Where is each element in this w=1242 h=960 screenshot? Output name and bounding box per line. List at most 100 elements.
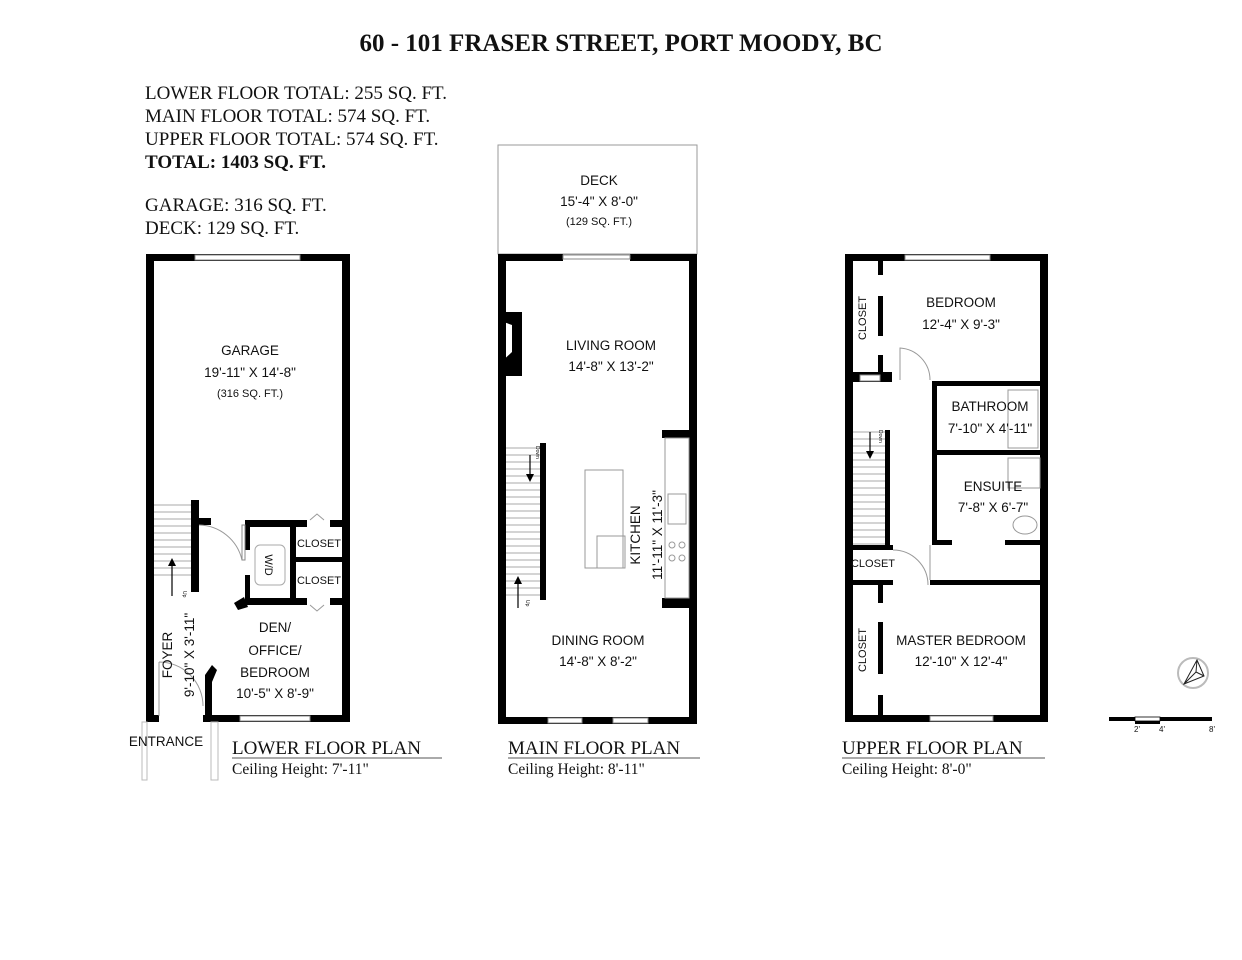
dining-room-label: DINING ROOM [552, 633, 645, 648]
staircase [853, 431, 885, 545]
wall [878, 695, 883, 715]
grand-total: TOTAL: 1403 SQ. FT. [145, 152, 326, 173]
wall [330, 520, 344, 527]
door-swing [899, 347, 931, 381]
lower-floor-plan: Up W/D GARAGE 19'-11" X 14'-8" (316 SQ. … [129, 254, 442, 781]
upper-floor-plan: Down BEDROOM 12'-4" X 9'-3" CLOSET BATHR… [842, 254, 1048, 778]
garage-label: GARAGE [221, 343, 279, 358]
wall [245, 520, 307, 527]
den-label: BEDROOM [240, 665, 310, 680]
wall [498, 254, 506, 724]
ceiling-height: Ceiling Height: 7'-11" [232, 761, 369, 778]
bathroom-dims: 7'-10" X 4'-11" [948, 421, 1032, 436]
wall [146, 715, 159, 722]
bedroom-label: BEDROOM [926, 295, 996, 310]
stair-label: Down [877, 430, 883, 443]
bathroom-label: BATHROOM [952, 399, 1029, 414]
den-dims: 10'-5" X 8'-9" [236, 686, 314, 701]
page-title: 60 - 101 FRASER STREET, PORT MOODY, BC [359, 30, 882, 57]
scale-tick: 4' [1159, 725, 1165, 734]
washer-dryer [254, 544, 286, 586]
wall [932, 540, 952, 545]
wall [932, 381, 1048, 386]
foyer-label: FOYER [160, 632, 175, 679]
entrance-label: ENTRANCE [129, 734, 203, 749]
bedroom-dims: 12'-4" X 9'-3" [922, 317, 1000, 332]
wall [885, 430, 890, 545]
scale-bar: 2' 4' 8' [1109, 716, 1215, 734]
closet-label: CLOSET [857, 628, 869, 672]
closet-label: CLOSET [297, 538, 341, 550]
scale-tick: 8' [1209, 725, 1215, 734]
wall [342, 254, 350, 722]
window [929, 715, 994, 722]
wall [845, 545, 893, 550]
closet-label: CLOSET [851, 558, 895, 570]
deck-label: DECK [580, 173, 618, 188]
wall [245, 520, 250, 550]
wall [845, 254, 853, 722]
ceiling-height: Ceiling Height: 8'-11" [508, 761, 645, 778]
garage-total: GARAGE: 316 SQ. FT. [145, 195, 327, 216]
wall [540, 443, 546, 600]
wall [498, 717, 697, 724]
wd-label: W/D [262, 554, 274, 575]
wall [878, 296, 883, 336]
foyer-dims: 9'-10" X 3'-11" [182, 613, 197, 697]
scale-tick: 2' [1134, 725, 1140, 734]
wall [146, 254, 154, 722]
master-bedroom-label: MASTER BEDROOM [896, 633, 1026, 648]
closet-label: CLOSET [857, 296, 869, 340]
den-label: OFFICE/ [248, 643, 301, 658]
wall [191, 518, 211, 525]
cooktop [668, 541, 686, 562]
staircase: Up [154, 500, 211, 598]
wall [191, 500, 199, 592]
wall [845, 580, 893, 585]
sliding-door [562, 254, 631, 260]
wall [245, 598, 307, 605]
dining-room-dims: 14'-8" X 8'-2" [559, 654, 637, 669]
entry-post [141, 721, 148, 781]
wall [662, 598, 697, 608]
bathtub [1007, 389, 1039, 449]
wall [932, 381, 937, 541]
ensuite-label: ENSUITE [964, 479, 1023, 494]
kitchen-dims: 11'-11" X 11'-3" [650, 490, 665, 580]
wall [1005, 540, 1048, 545]
wall [498, 254, 563, 261]
entry-door [158, 661, 204, 716]
window [194, 254, 301, 261]
main-total: MAIN FLOOR TOTAL: 574 SQ. FT. [145, 106, 430, 127]
wall [932, 450, 1048, 455]
deck-dims: 15'-4" X 8'-0" [560, 194, 638, 209]
wall [290, 557, 344, 562]
living-room-dims: 14'-8" X 13'-2" [568, 359, 653, 374]
plan-title: LOWER FLOOR PLAN [232, 738, 421, 759]
shower [1007, 457, 1041, 489]
wall [630, 254, 697, 261]
toilet [1012, 515, 1038, 535]
wall [1040, 254, 1048, 722]
living-room-label: LIVING ROOM [566, 338, 656, 353]
staircase [506, 447, 540, 596]
stair-label: Up [181, 591, 187, 598]
wall [245, 575, 250, 605]
upper-total: UPPER FLOOR TOTAL: 574 SQ. FT. [145, 129, 439, 150]
kitchen-counter [664, 437, 690, 599]
closet-label: CLOSET [297, 575, 341, 587]
stair-label: Up [524, 600, 530, 607]
door-swing [198, 524, 243, 561]
den-label: DEN/ [259, 620, 292, 635]
lower-total: LOWER FLOOR TOTAL: 255 SQ. FT. [145, 83, 447, 104]
area-summary: LOWER FLOOR TOTAL: 255 SQ. FT. MAIN FLOO… [145, 83, 447, 239]
kitchen-island [584, 469, 624, 569]
wall [878, 355, 883, 377]
fireplace [498, 312, 522, 376]
garage-area: (316 SQ. FT.) [217, 388, 283, 400]
plan-title: MAIN FLOOR PLAN [508, 738, 680, 759]
stair-label: Down [534, 446, 540, 459]
master-bedroom-dims: 12'-10" X 12'-4" [915, 654, 1008, 669]
window [612, 717, 649, 724]
window [239, 715, 311, 722]
